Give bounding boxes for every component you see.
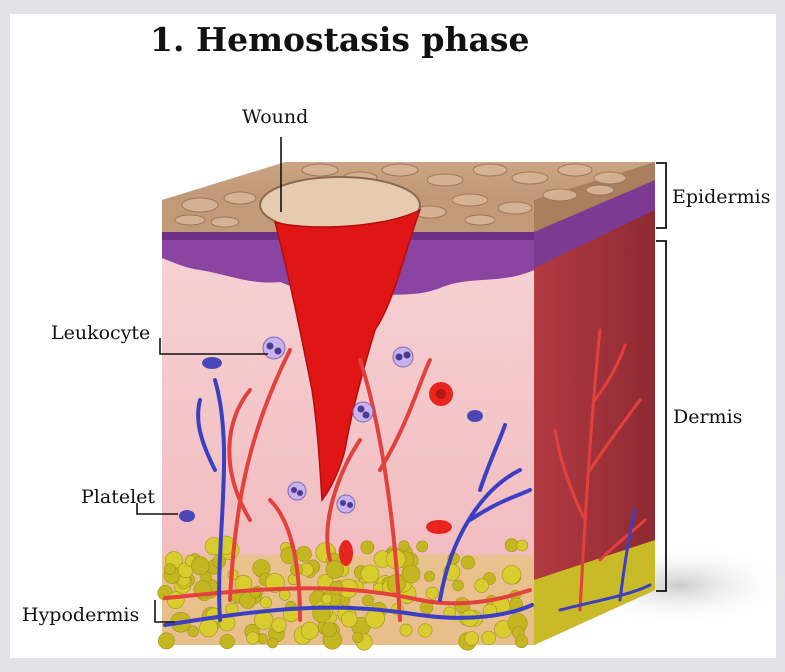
fat-globule [514,634,529,649]
fat-globule [267,637,278,649]
fat-globule [295,546,312,562]
leader-lines [136,137,282,623]
label-epidermis: Epidermis [672,186,771,208]
fat-globule [464,631,480,646]
red-blood-cells [339,382,453,566]
fat-globule [360,540,375,555]
layer-brackets [656,162,667,592]
fat-globule [365,608,385,629]
fat-globule [474,578,489,593]
fat-globule [259,596,272,609]
fat-globule [300,621,319,640]
fat-globule [516,539,529,552]
fat-globule [325,560,344,579]
leukocytes [262,336,414,514]
veins [163,378,534,627]
dermis-side [534,175,655,645]
side-arteries [553,328,647,612]
label-hypodermis: Hypodermis [22,604,140,626]
skin-cells [174,163,627,228]
fat-globule [191,556,210,576]
label-platelet: Platelet [81,486,156,508]
platelets [179,357,483,522]
fat-globule [398,540,410,552]
fat-globule [424,571,435,582]
label-dermis: Dermis [673,406,743,428]
fat-globule [504,538,519,553]
fat-globule [452,579,464,592]
fat-globule [271,617,287,633]
fat-globule [416,540,429,553]
fat-globule [321,593,333,605]
fat-globule [199,618,218,638]
fat-globule [279,589,291,601]
fat-globule [418,623,433,638]
fat-globule [166,591,185,610]
fat-globule [341,611,358,628]
epidermis-band-side [534,175,655,268]
side-veins [558,508,652,612]
fat-globule [401,564,421,584]
arteries [163,348,532,622]
fat-globule [187,625,199,637]
fat-globule [352,631,364,644]
fat-globule [163,563,176,575]
fat-globule [360,564,380,584]
fat-globule [481,630,496,646]
fat-globule [362,594,374,607]
fat-globule [246,631,260,645]
fat-globule [460,555,475,570]
fat-globule [157,632,175,650]
fat-globule [501,565,522,585]
fat-globule [425,586,439,600]
fat-globule [219,634,235,650]
wound-clot [273,208,422,502]
label-wound: Wound [242,106,309,128]
fat-globule [399,623,413,637]
label-leukocyte: Leukocyte [51,322,151,344]
diagram-title: 1. Hemostasis phase [150,20,530,59]
fat-globule [321,622,337,638]
